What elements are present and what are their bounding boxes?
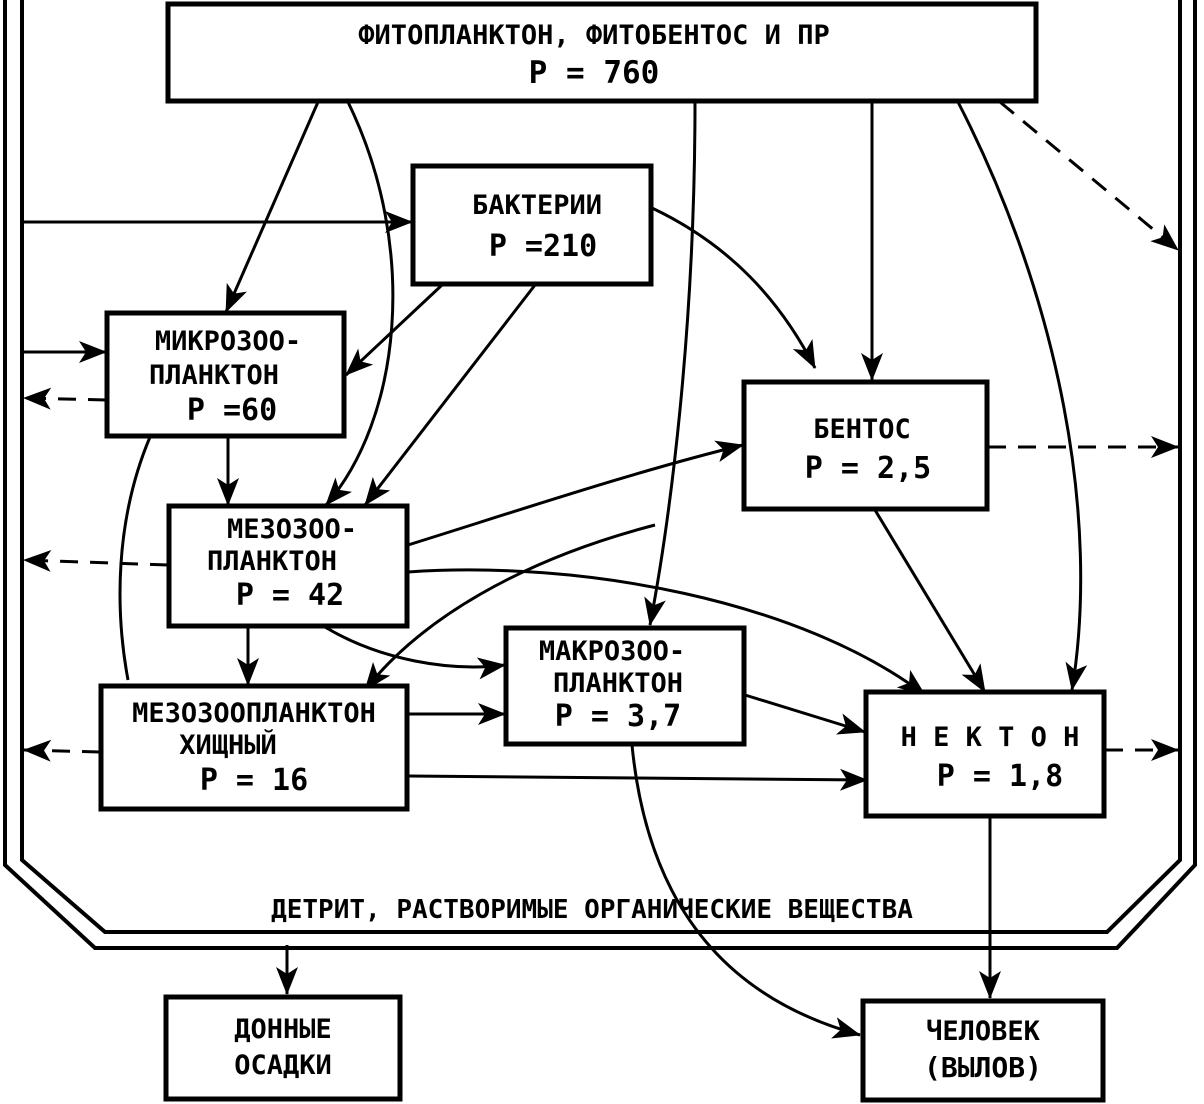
benthos-production: P = 2,5	[805, 451, 931, 486]
node-predatory-mesozooplankton: МЕЗОЗООПЛАНКТОН ХИЩНЫЙ P = 16	[98, 683, 410, 812]
mesopred-label-2: ХИЩНЫЙ	[179, 729, 277, 761]
dashed-phyto-out	[999, 100, 1179, 252]
node-nekton: Н Е К Т О Н P = 1,8	[863, 689, 1107, 819]
sediments-label-1: ДОННЫЕ	[234, 1014, 332, 1045]
micro-production: P =60	[187, 393, 277, 428]
arrow-up-mesopred	[363, 523, 656, 691]
arrow-meso-nekton	[407, 568, 926, 697]
dashed-mesopred-detritus	[23, 739, 101, 762]
arrow-micro-mesopred	[118, 436, 152, 681]
bacteria-label: БАКТЕРИИ	[472, 190, 602, 221]
macro-production: P = 3,7	[555, 699, 681, 734]
node-bacteria: БАКТЕРИИ P =210	[410, 163, 654, 287]
detritus-vessel	[3, 0, 1197, 950]
arrow-phyto-micro	[224, 101, 320, 313]
arrow-phyto-nekton	[956, 101, 1088, 691]
arrow-macro-nekton	[744, 693, 866, 735]
meso-label-2: ПЛАНКТОН	[207, 546, 337, 577]
arrow-bacteria-meso	[363, 284, 537, 506]
dashed-meso-detritus	[23, 549, 169, 572]
node-macrozooplankton: МАКРОЗОО- ПЛАНКТОН P = 3,7	[503, 625, 747, 747]
arrow-phyto-macro	[644, 101, 697, 626]
dashed-micro-detritus	[23, 387, 107, 410]
micro-label-1: МИКРОЗОО-	[155, 326, 301, 357]
meso-production: P = 42	[236, 578, 344, 613]
arrow-benthos-nekton	[873, 509, 987, 693]
human-label-1: ЧЕЛОВЕК	[926, 1016, 1041, 1047]
node-bottom-sediments: ДОННЫЕ ОСАДКИ	[163, 994, 403, 1102]
node-human-catch: ЧЕЛОВЕК (ВЫЛОВ)	[860, 998, 1106, 1103]
bacteria-production: P =210	[489, 229, 597, 264]
micro-label-2: ПЛАНКТОН	[149, 360, 279, 391]
mesopred-production: P = 16	[200, 763, 308, 798]
human-label-2: (ВЫЛОВ)	[924, 1051, 1042, 1084]
arrow-macro-human	[630, 744, 861, 1039]
macro-label-1: МАКРОЗОО-	[539, 636, 685, 667]
detritus-label: ДЕТРИТ, РАСТВОРИМЫЕ ОРГАНИЧЕСКИЕ ВЕЩЕСТВ…	[271, 895, 913, 925]
arrow-bacteria-micro	[344, 283, 444, 377]
nekton-label: Н Е К Т О Н	[901, 722, 1080, 753]
node-mesozooplankton: МЕЗОЗОО- ПЛАНКТОН P = 42	[166, 503, 410, 629]
nekton-production: P = 1,8	[937, 759, 1063, 794]
arrow-meso-macro	[324, 625, 506, 680]
sediments-label-2: ОСАДКИ	[234, 1050, 332, 1081]
benthos-label: БЕНТОС	[813, 414, 911, 445]
macro-label-2: ПЛАНКТОН	[553, 668, 683, 699]
arrow-phyto-meso	[324, 101, 395, 506]
phyto-label: ФИТОПЛАНКТОН, ФИТОБЕНТОС И ПР	[358, 20, 829, 51]
arrow-meso-benthos	[407, 440, 744, 547]
node-microzooplankton: МИКРОЗОО- ПЛАНКТОН P =60	[104, 310, 347, 439]
arrow-bacteria-benthos	[651, 206, 817, 369]
loss-arrows	[23, 100, 1179, 762]
mesopred-label-1: МЕЗОЗООПЛАНКТОН	[132, 698, 376, 729]
phyto-production: P = 760	[529, 55, 660, 91]
meso-label-1: МЕЗОЗОО-	[227, 514, 357, 545]
node-phytoplankton: ФИТОПЛАНКТОН, ФИТОБЕНТОС И ПР P = 760	[165, 1, 1039, 104]
node-benthos: БЕНТОС P = 2,5	[741, 379, 990, 512]
